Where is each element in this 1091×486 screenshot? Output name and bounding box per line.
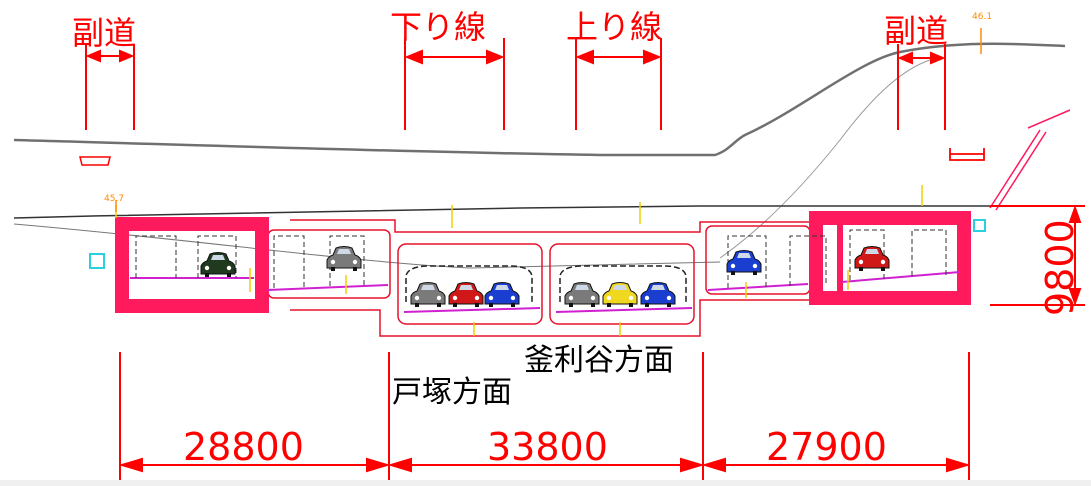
road-decks [130,271,961,313]
label-direction-totsuka: 戸塚方面 [392,375,512,410]
label-side-road-left: 副道 [72,14,136,52]
dimension-width-center: 33800 [487,425,608,469]
dimension-height: 9800 [1038,219,1082,316]
vehicle-center_left-2 [448,282,484,307]
label-down-line: 下り線 [390,8,486,46]
label-direction-kamariya: 釜利谷方面 [524,343,674,378]
vehicle-center_right-3 [640,282,676,307]
dimension-width-right: 27900 [766,425,887,469]
vehicle-right_inner-1 [726,250,762,275]
elevation-right: 46.1 [972,12,992,22]
vehicle-center_right-1 [564,282,600,307]
vehicle-left_inner-1 [326,246,362,271]
bottom-dimension-lines [118,352,971,480]
slope-wall [989,109,1071,211]
marker-square-left [89,253,105,269]
vehicles-layer [200,246,890,307]
label-side-road-right: 副道 [884,12,948,50]
side-ditch-left [79,156,111,166]
dimension-width-left: 28800 [183,425,304,469]
elevation-left: 45.7 [104,194,124,204]
thin-ground-line [719,59,931,259]
vehicle-right_outer-1 [854,246,890,271]
vehicle-center_right-2 [602,282,638,307]
tunnel-arches [405,265,687,302]
bottom-border [0,480,1091,486]
top-label-lines [85,38,946,130]
label-up-line: 上り線 [566,8,662,46]
side-ditch-right [949,148,985,161]
vehicle-center_left-3 [484,282,520,307]
ground-surface-line [13,42,1066,157]
height-dimension [990,205,1085,306]
thick-box-right [809,211,971,305]
vehicle-left_outer-1 [200,252,236,277]
structure-outline [267,219,811,337]
road-surface-line [13,205,990,219]
marker-square-right [973,219,986,232]
yellow-ticks [115,185,923,336]
vehicle-center_left-1 [410,282,446,307]
thick-box-left [115,217,269,313]
